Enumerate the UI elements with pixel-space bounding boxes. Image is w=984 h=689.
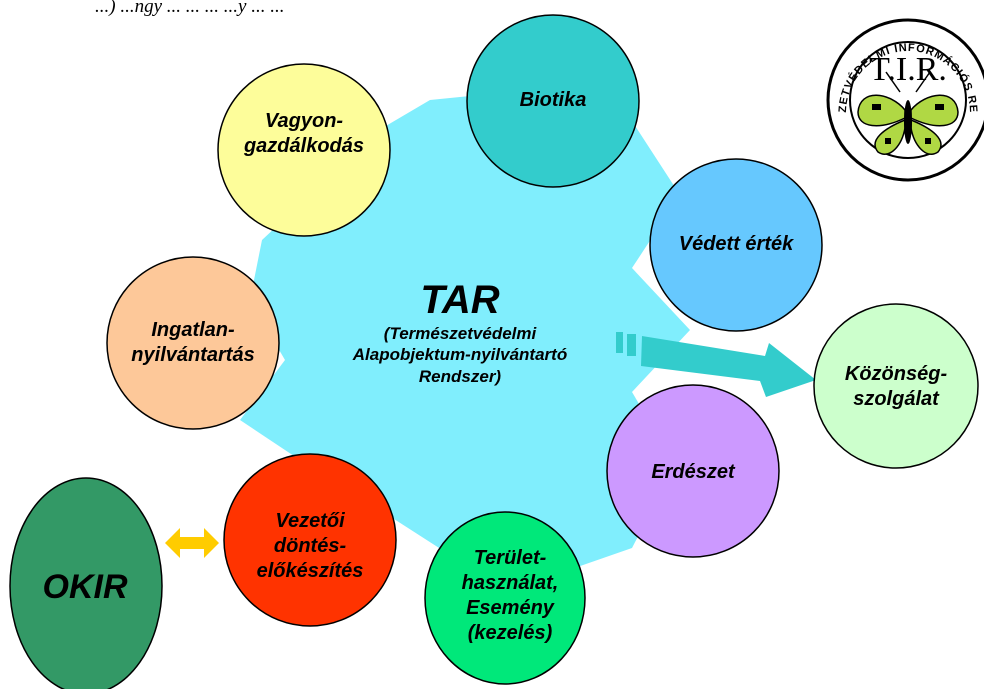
- tar-subtitle: (Természetvédelmi Alapobjektum-nyilvánta…: [352, 324, 568, 386]
- biotika-label: Biotika: [519, 89, 587, 111]
- double-arrow-okir: [165, 528, 219, 558]
- vedett-circle: [649, 158, 823, 332]
- erdeszet-label: Erdészet: [651, 461, 735, 483]
- okir-label: OKIR: [42, 568, 128, 606]
- ingatlan-circle: [106, 256, 280, 430]
- biotika-circle: [466, 14, 640, 188]
- ingatlan-label: Ingatlan- nyilvántartás: [131, 319, 255, 366]
- okir-oval: [9, 477, 163, 689]
- kozonseg-circle: [813, 303, 979, 469]
- vagyon-label: Vagyon- gazdálkodás: [243, 110, 365, 157]
- terulet-label: Terület- használat, Esemény (kezelés): [461, 547, 559, 644]
- top-text: ...) ...ngy ... ... ... ...y ... ...: [95, 0, 285, 17]
- kozonseg-label: Közönség- szolgálat: [844, 363, 948, 410]
- vedett-label: Védett érték: [678, 233, 794, 255]
- vezetoi-label: Vezetői döntés- előkészítés: [256, 510, 364, 582]
- vagyon-circle: [217, 63, 391, 237]
- terulet-circle: [424, 511, 586, 685]
- tar-title: TAR: [420, 278, 500, 322]
- vezetoi-circle: [223, 453, 397, 627]
- erdeszet-circle: [606, 384, 780, 558]
- arrow-to-public-service: [616, 332, 816, 397]
- logo-initials: T.I.R.: [869, 51, 947, 88]
